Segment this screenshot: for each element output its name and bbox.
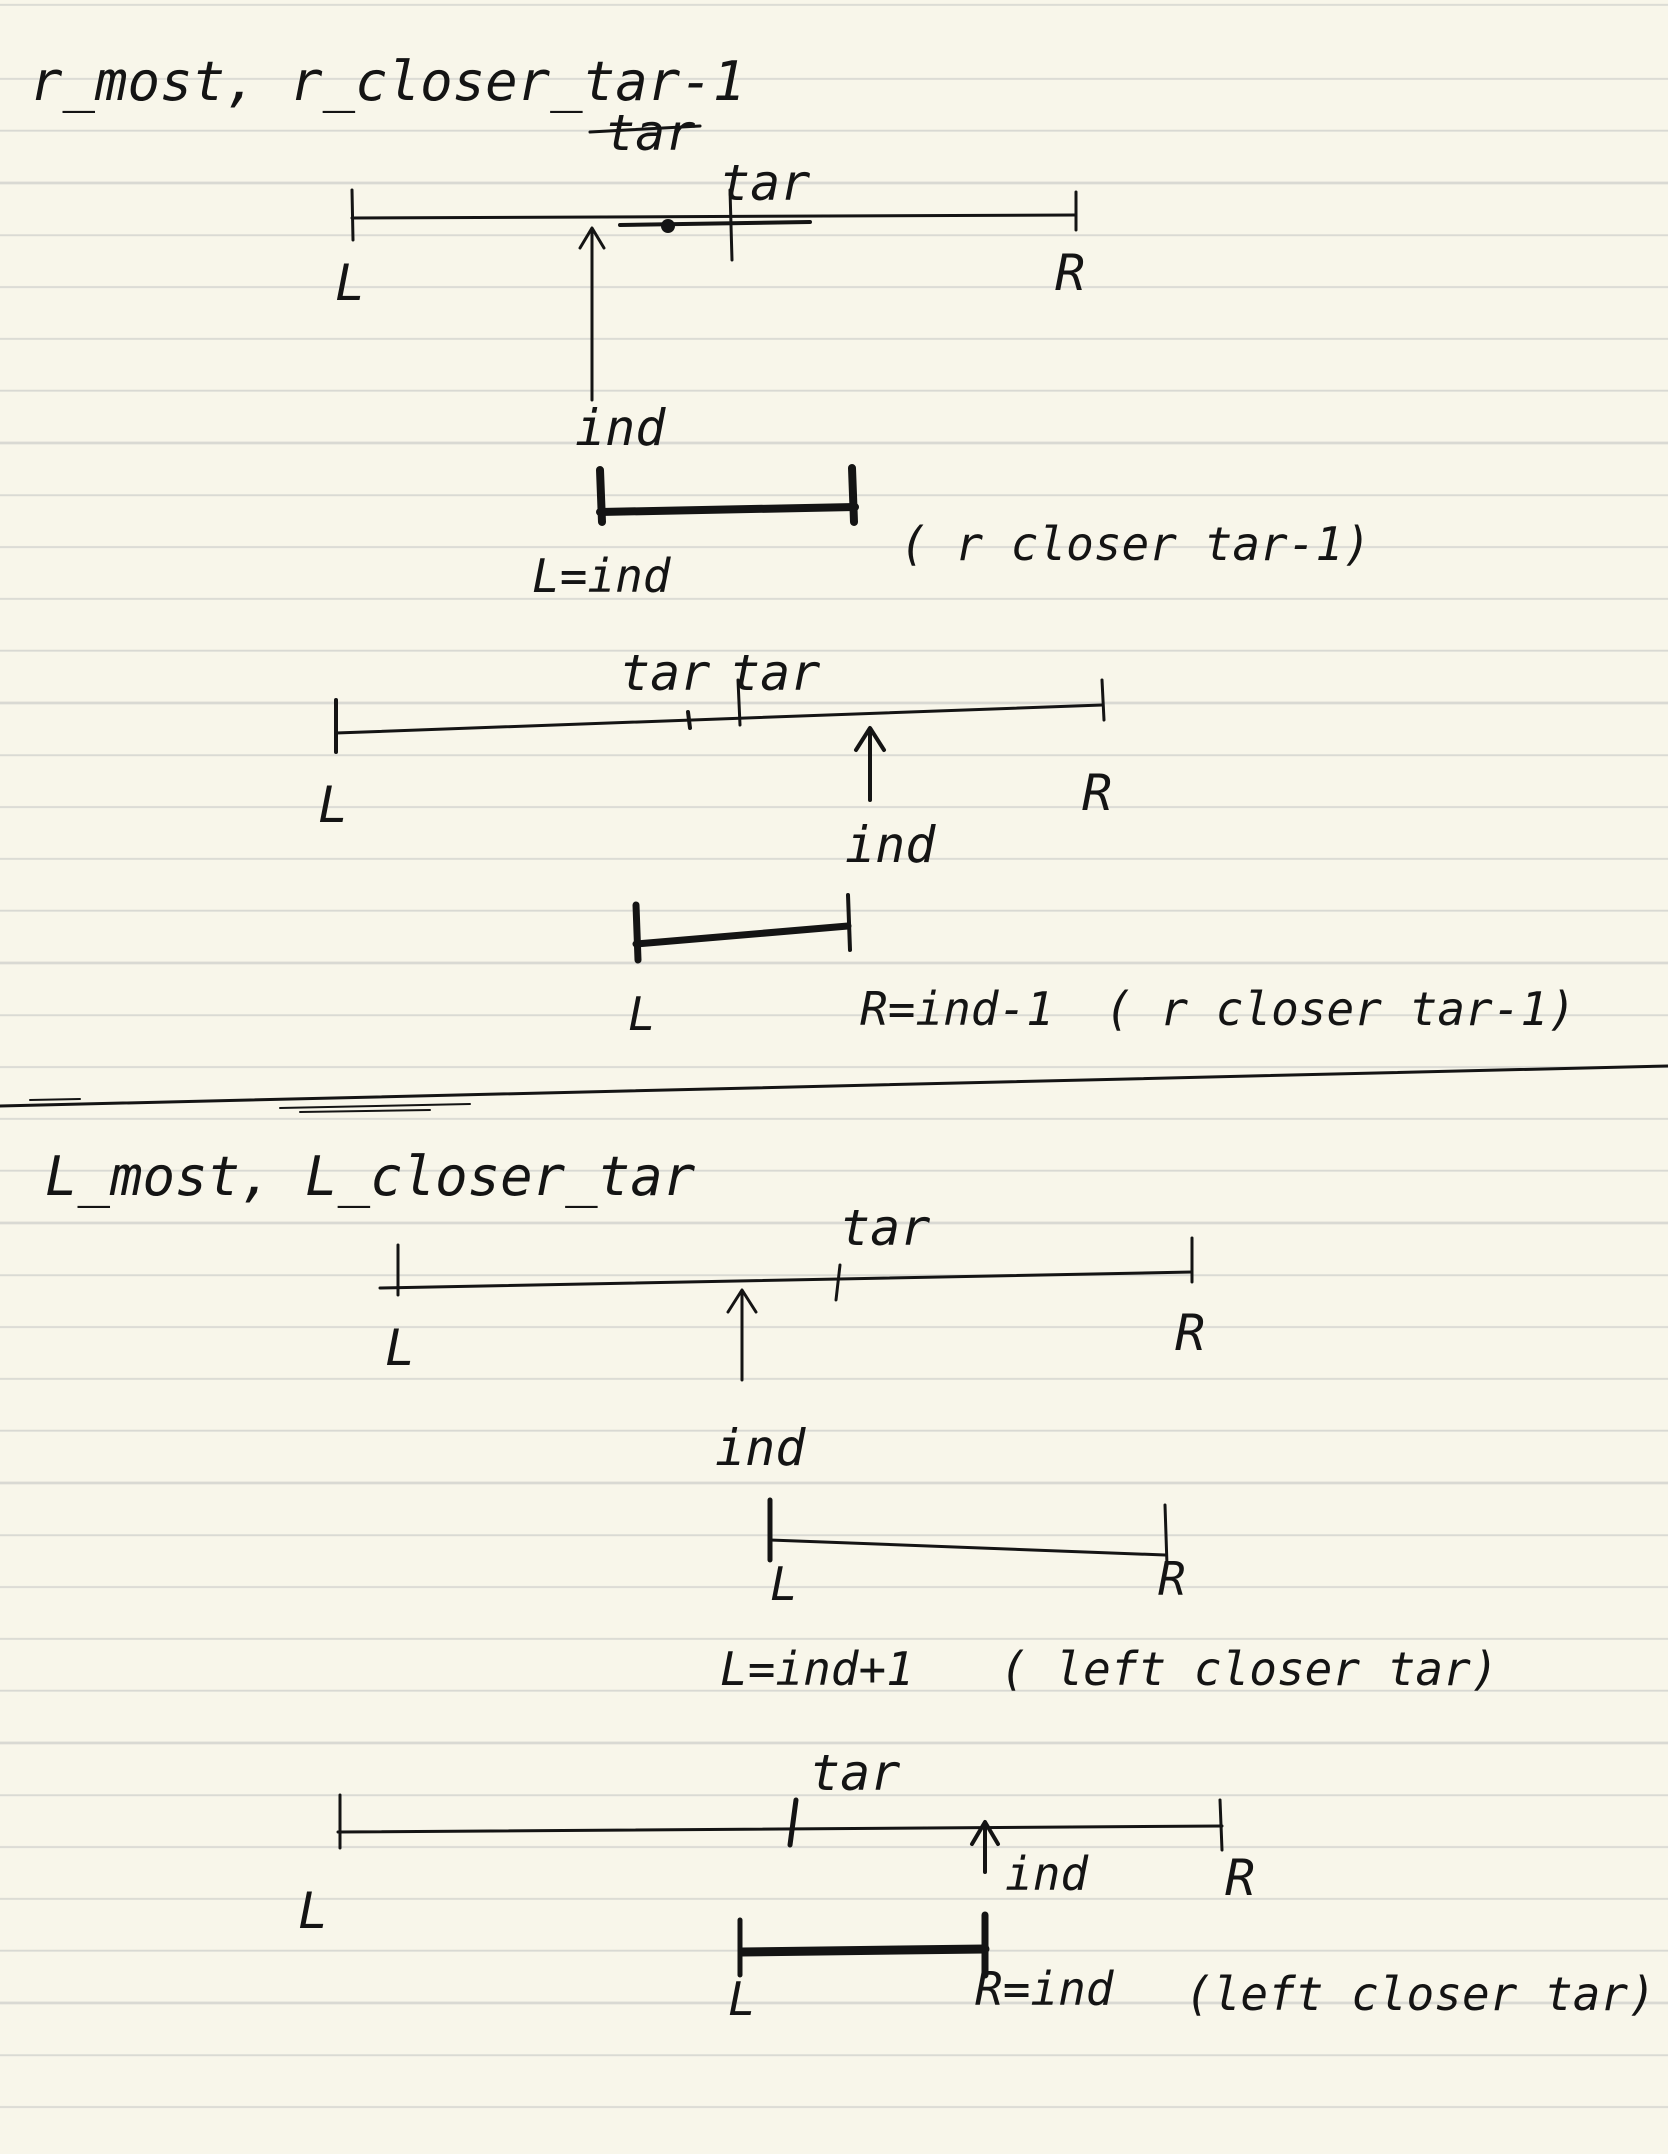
result-left-label: L: [728, 1972, 756, 2026]
result-left-tick: [596, 466, 606, 526]
number-line: [350, 213, 1078, 220]
result-segment: [737, 1944, 990, 1957]
label-tar: tar: [840, 1199, 930, 1257]
diagram-3-result: L R L=ind+1 ( left closer tar): [720, 1497, 1499, 1696]
result-left-update: L=ind+1: [720, 1642, 914, 1696]
label-ind: ind: [575, 399, 666, 457]
left-tick: [350, 188, 355, 242]
index-arrow: [854, 726, 886, 802]
result-segment: [596, 503, 859, 516]
divider-marks: [29, 1098, 471, 1113]
index-arrow: [726, 1288, 758, 1382]
label-left: L: [385, 1319, 415, 1377]
right-tick: [1218, 1798, 1224, 1852]
result-segment: [768, 1538, 1167, 1557]
result-note: ( left closer tar): [1000, 1642, 1499, 1696]
label-right: R: [1055, 244, 1085, 302]
diagram-2: tar tar L R ind: [318, 644, 1112, 874]
result-right-label: R=ind-1: [860, 982, 1054, 1036]
index-arrow: [970, 1820, 1000, 1874]
result-right-tick: [846, 893, 852, 952]
target-dot: [686, 710, 692, 730]
result-segment: [632, 922, 852, 948]
label-left: L: [335, 254, 365, 312]
bold-segment: [618, 220, 812, 227]
number-line: [378, 1270, 1194, 1290]
label-right: R: [1225, 1849, 1255, 1907]
target-tick: [834, 1263, 842, 1302]
diagram-4-result: L R=ind (left closer tar): [728, 1911, 1656, 2026]
label-tar-2: tar: [730, 644, 820, 702]
result-right-label: R=ind: [975, 1962, 1115, 2016]
target-tick: [787, 1797, 799, 1848]
label-left: L: [298, 1882, 328, 1940]
label-right: R: [1082, 764, 1112, 822]
target-tick: [728, 188, 734, 262]
label-tar-2: tar: [720, 154, 810, 212]
result-left-tick: [632, 901, 642, 964]
diagram-4: tar L R ind: [298, 1744, 1255, 1940]
result-right-tick: [1163, 1503, 1169, 1567]
diagram-1-result: L=ind ( r closer tar-1): [532, 464, 1371, 603]
index-arrow: [578, 226, 606, 402]
result-note: ( r closer tar-1): [900, 517, 1371, 571]
label-right: R: [1175, 1304, 1205, 1362]
label-ind: ind: [845, 816, 936, 874]
result-right-label: R: [1158, 1552, 1186, 1606]
result-note: (left closer tar): [1185, 1967, 1656, 2021]
target-dot: [661, 219, 675, 233]
target-tick: [736, 678, 742, 727]
label-tar-1: tar: [605, 104, 695, 162]
result-left-label: L: [628, 987, 656, 1041]
label-tar-1: tar: [620, 644, 710, 702]
number-line: [336, 1824, 1224, 1834]
diagram-3: tar L R ind: [378, 1199, 1205, 1477]
strike-mark: [588, 124, 702, 134]
result-note: ( r closer tar-1): [1105, 982, 1576, 1036]
section-title-l-most: L_most, L_closer_tar: [45, 1145, 696, 1208]
result-left-label: L: [770, 1557, 798, 1611]
label-ind: ind: [1005, 1847, 1089, 1901]
label-tar: tar: [810, 1744, 900, 1802]
diagram-2-result: L R=ind-1 ( r closer tar-1): [628, 893, 1576, 1041]
section-divider: [0, 1064, 1668, 1108]
section-title-r-most: r_most, r_closer_tar-1: [30, 50, 745, 113]
number-line: [334, 703, 1104, 735]
diagram-1: tar tar L R ind: [335, 104, 1085, 457]
label-ind: ind: [715, 1419, 806, 1477]
right-tick: [1100, 678, 1106, 722]
result-right-tick: [848, 464, 858, 526]
label-left: L: [318, 776, 348, 834]
result-left-label: L=ind: [532, 549, 672, 603]
